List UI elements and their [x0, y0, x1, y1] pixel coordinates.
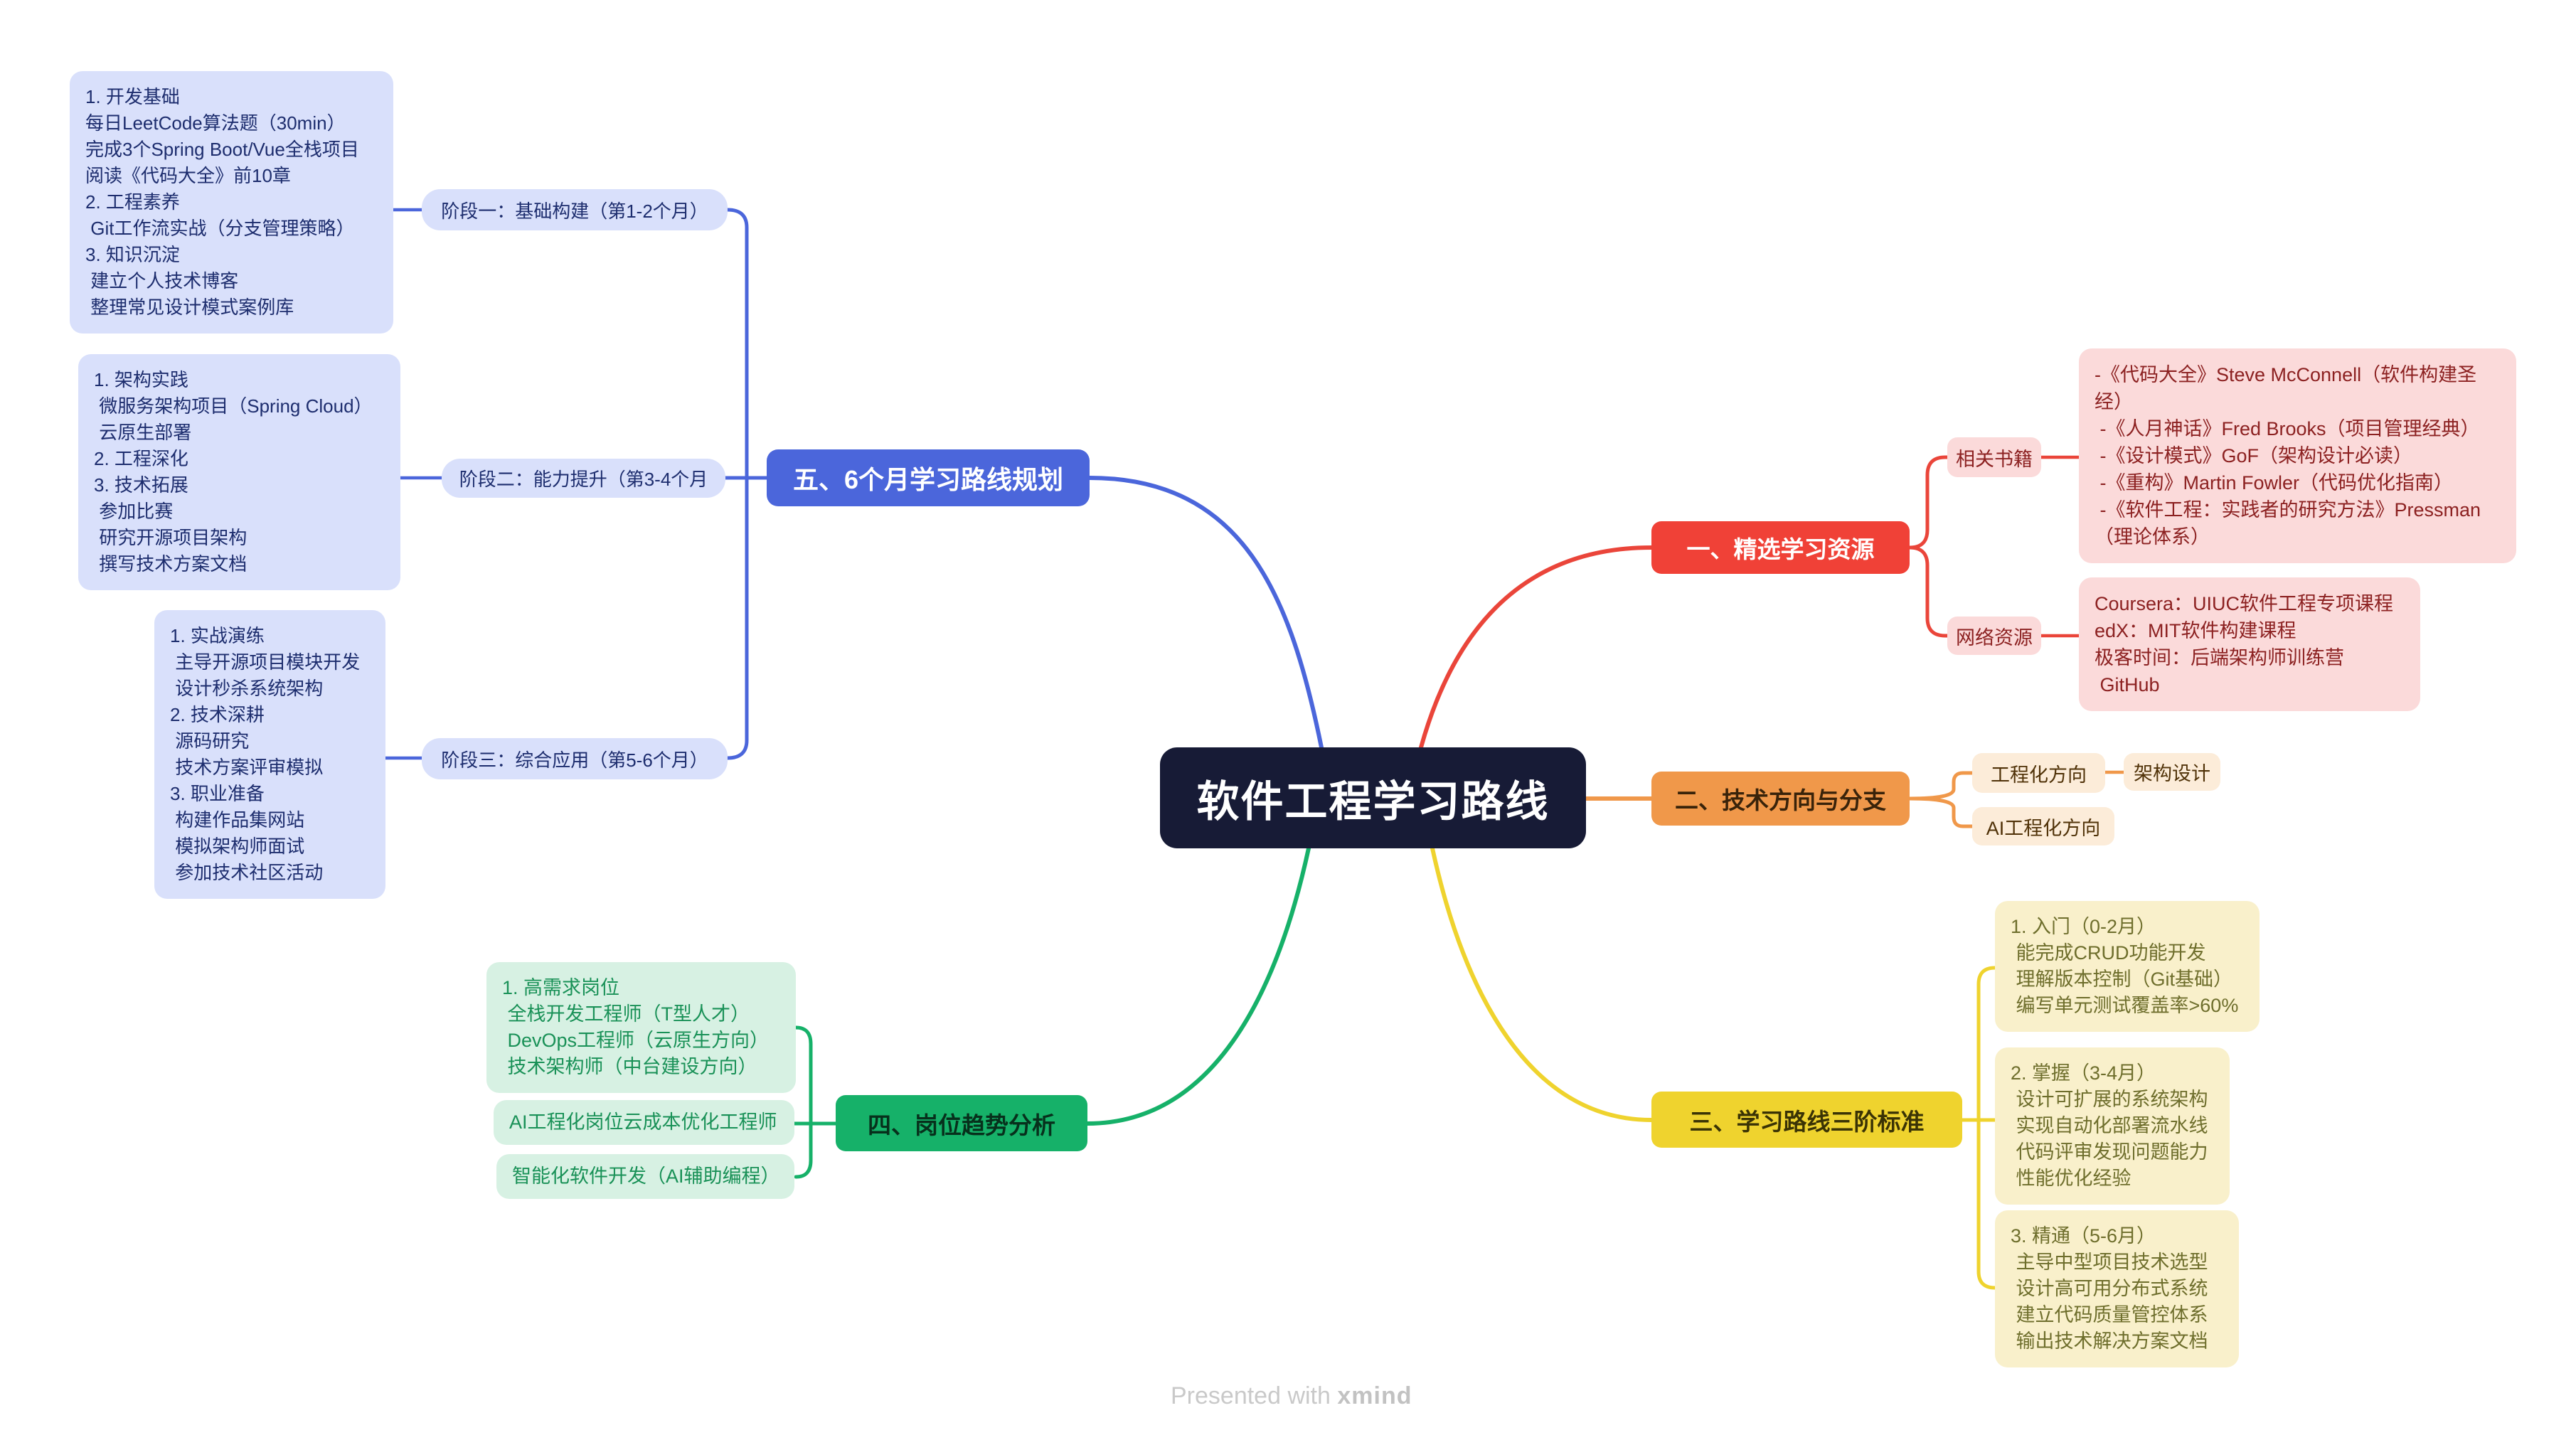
- xmind-watermark: Presented with xmind: [1171, 1382, 1412, 1410]
- topic-stage-1[interactable]: 阶段一：基础构建（第1-2个月）: [422, 189, 728, 230]
- note-standard-beginner[interactable]: 1. 入门（0-2月） 能完成CRUD功能开发 理解版本控制（Git基础） 编写…: [1995, 901, 2260, 1032]
- topic-directions[interactable]: 二、技术方向与分支: [1651, 772, 1910, 826]
- note-high-demand-jobs[interactable]: 1. 高需求岗位 全栈开发工程师（T型人才） DevOps工程师（云原生方向） …: [486, 962, 796, 1093]
- watermark-prefix: Presented with: [1171, 1382, 1338, 1409]
- topic-books[interactable]: 相关书籍: [1947, 437, 2041, 477]
- topic-standards[interactable]: 三、学习路线三阶标准: [1651, 1092, 1962, 1148]
- topic-engineering-direction[interactable]: 工程化方向: [1972, 753, 2105, 793]
- topic-plan[interactable]: 五、6个月学习路线规划: [767, 449, 1090, 506]
- note-stage-2-details[interactable]: 1. 架构实践 微服务架构项目（Spring Cloud） 云原生部署 2. 工…: [78, 354, 400, 590]
- topic-resources[interactable]: 一、精选学习资源: [1651, 521, 1910, 574]
- note-stage-3-details[interactable]: 1. 实战演练 主导开源项目模块开发 设计秒杀系统架构 2. 技术深耕 源码研究…: [154, 610, 385, 899]
- note-stage-1-details[interactable]: 1. 开发基础 每日LeetCode算法题（30min） 完成3个Spring …: [70, 71, 393, 334]
- topic-stage-2[interactable]: 阶段二：能力提升（第3-4个月: [442, 459, 725, 498]
- topic-architecture-design[interactable]: 架构设计: [2124, 753, 2220, 791]
- topic-web-resources[interactable]: 网络资源: [1947, 617, 2041, 655]
- note-ai-cost-job[interactable]: AI工程化岗位云成本优化工程师: [494, 1100, 794, 1145]
- topic-stage-3[interactable]: 阶段三：综合应用（第5-6个月）: [422, 738, 728, 779]
- note-book-list[interactable]: -《代码大全》Steve McConnell（软件构建圣经） -《人月神话》Fr…: [2079, 348, 2516, 563]
- central-topic[interactable]: 软件工程学习路线: [1160, 747, 1586, 848]
- topic-ai-engineering-direction[interactable]: AI工程化方向: [1972, 807, 2114, 845]
- note-ai-assisted-dev[interactable]: 智能化软件开发（AI辅助编程）: [496, 1154, 794, 1199]
- topic-jobs[interactable]: 四、岗位趋势分析: [836, 1095, 1087, 1151]
- xmind-logo: xmind: [1337, 1382, 1412, 1409]
- note-standard-intermediate[interactable]: 2. 掌握（3-4月） 设计可扩展的系统架构 实现自动化部署流水线 代码评审发现…: [1995, 1047, 2230, 1205]
- note-standard-advanced[interactable]: 3. 精通（5-6月） 主导中型项目技术选型 设计高可用分布式系统 建立代码质量…: [1995, 1210, 2239, 1367]
- note-web-list[interactable]: Coursera：UIUC软件工程专项课程 edX：MIT软件构建课程 极客时间…: [2079, 577, 2420, 711]
